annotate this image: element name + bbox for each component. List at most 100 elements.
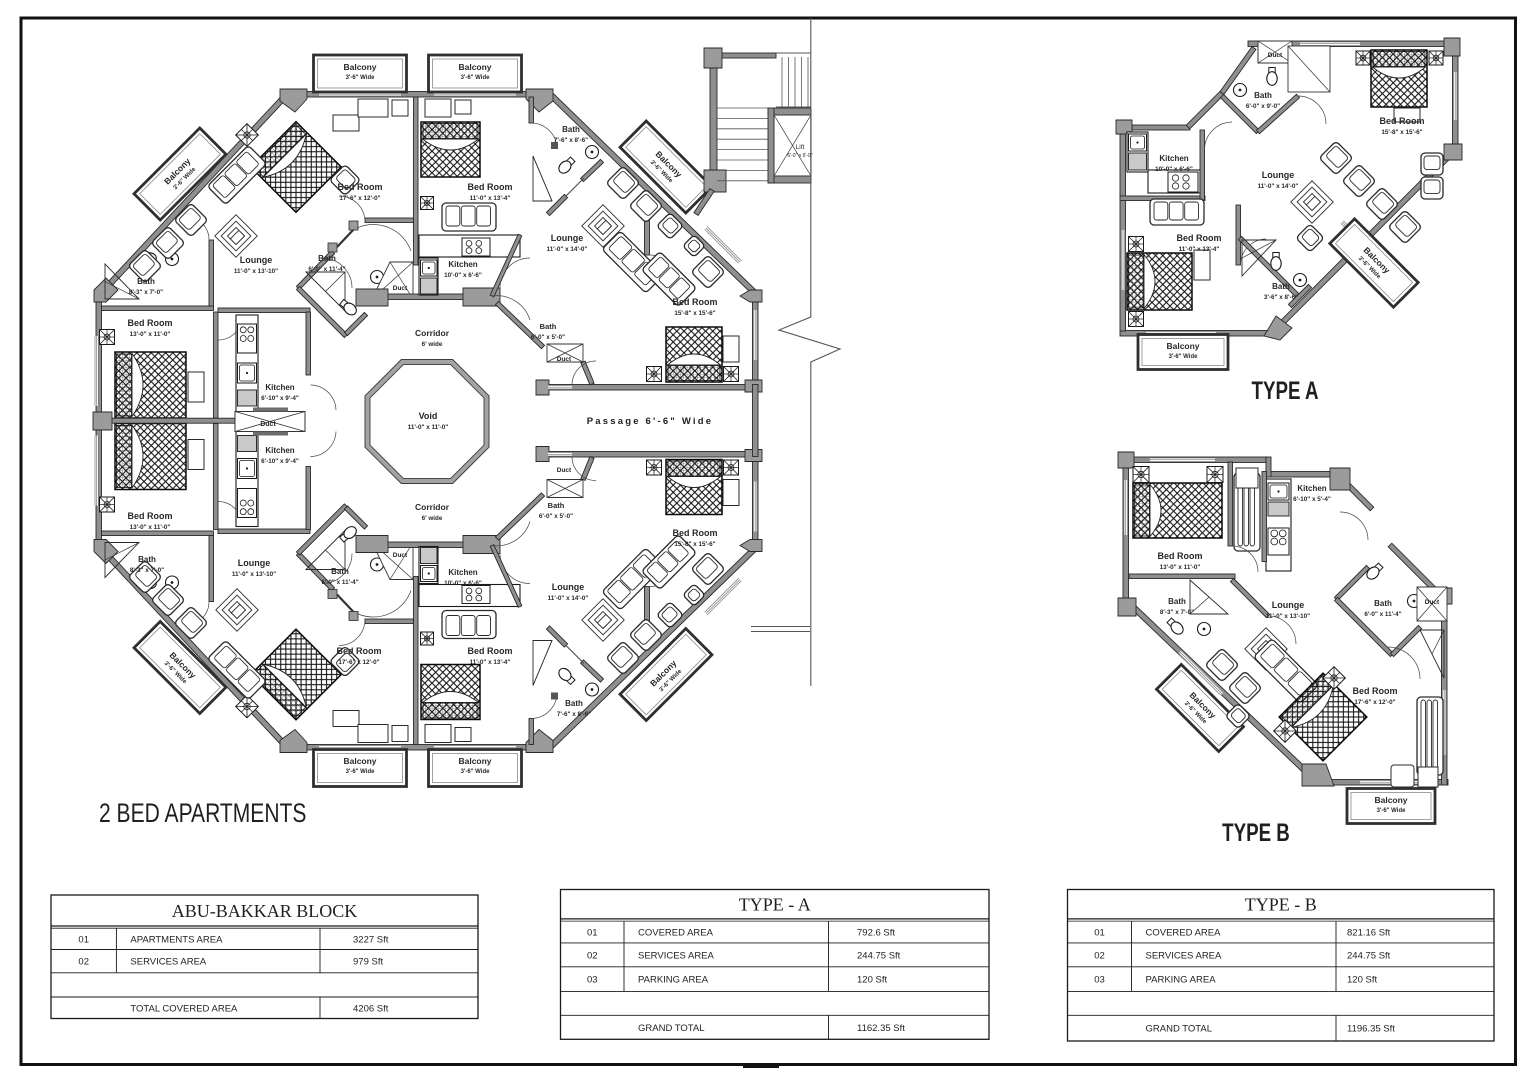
svg-text:821.16 Sft: 821.16 Sft	[1347, 928, 1391, 939]
svg-text:SERVICES AREA: SERVICES AREA	[638, 950, 715, 961]
svg-text:11'-0" x 14'-0": 11'-0" x 14'-0"	[547, 246, 588, 253]
svg-text:COVERED AREA: COVERED AREA	[638, 928, 714, 939]
svg-text:Balcony: Balcony	[1374, 795, 1407, 805]
svg-text:Duct: Duct	[260, 421, 276, 428]
svg-text:Lounge: Lounge	[240, 255, 273, 265]
svg-text:10'-0" x 6'-6": 10'-0" x 6'-6"	[444, 580, 482, 587]
svg-text:11'-0" x 13'-4": 11'-0" x 13'-4"	[470, 659, 511, 666]
svg-text:TYPE - B: TYPE - B	[1245, 895, 1317, 915]
svg-text:6'-0" x 6'-0": 6'-0" x 6'-0"	[787, 153, 812, 159]
svg-text:17'-6" x 12'-0": 17'-6" x 12'-0"	[1354, 699, 1395, 706]
svg-text:Bed Room: Bed Room	[673, 297, 718, 307]
svg-text:Kitchen: Kitchen	[1159, 154, 1188, 163]
svg-text:1162.35 Sft: 1162.35 Sft	[857, 1023, 905, 1034]
svg-text:Bath: Bath	[1272, 282, 1290, 291]
svg-text:8'-3" x 7'-0": 8'-3" x 7'-0"	[1160, 609, 1194, 616]
svg-text:2 BED APARTMENTS: 2 BED APARTMENTS	[99, 799, 306, 829]
svg-text:Bath: Bath	[540, 322, 557, 331]
svg-text:Duct: Duct	[393, 285, 408, 292]
svg-text:979 Sft: 979 Sft	[353, 957, 383, 968]
svg-text:15'-8" x 15'-6": 15'-8" x 15'-6"	[1381, 129, 1422, 136]
svg-text:Bath: Bath	[137, 277, 155, 286]
svg-text:Bed Room: Bed Room	[337, 646, 382, 656]
svg-text:Balcony: Balcony	[343, 62, 376, 72]
svg-text:6'-10" x 9'-4": 6'-10" x 9'-4"	[261, 458, 299, 465]
svg-text:7'-6" x 8'-6": 7'-6" x 8'-6"	[554, 137, 588, 144]
svg-text:11'-0" x 14'-0": 11'-0" x 14'-0"	[548, 595, 589, 602]
svg-text:Duct: Duct	[1425, 599, 1440, 606]
svg-text:6'-0" x 9'-0": 6'-0" x 9'-0"	[1246, 103, 1280, 110]
svg-text:Void: Void	[419, 411, 438, 421]
svg-text:11'-0" x 13'-10": 11'-0" x 13'-10"	[232, 571, 276, 578]
svg-text:Bed Room: Bed Room	[1177, 233, 1222, 243]
svg-text:Lounge: Lounge	[238, 558, 271, 568]
svg-text:3'-6" x 8'-6": 3'-6" x 8'-6"	[1264, 294, 1298, 301]
svg-text:120 Sft: 120 Sft	[857, 975, 887, 986]
svg-text:6'-10" x 9'-4": 6'-10" x 9'-4"	[261, 395, 299, 402]
svg-text:244.75 Sft: 244.75 Sft	[1347, 950, 1391, 961]
svg-text:13'-0" x 11'-0": 13'-0" x 11'-0"	[1160, 564, 1201, 571]
svg-text:Corridor: Corridor	[415, 328, 450, 338]
svg-text:11'-0" x 14'-0": 11'-0" x 14'-0"	[1258, 183, 1299, 190]
svg-text:Bed Room: Bed Room	[1158, 551, 1203, 561]
svg-text:11'-0" x 11'-0": 11'-0" x 11'-0"	[408, 424, 448, 431]
svg-text:COVERED AREA: COVERED AREA	[1146, 928, 1222, 939]
svg-text:APARTMENTS AREA: APARTMENTS AREA	[130, 934, 223, 945]
svg-text:11'-0" x 13'-4": 11'-0" x 13'-4"	[1179, 246, 1220, 253]
svg-text:3'-6" Wide: 3'-6" Wide	[461, 769, 491, 775]
svg-text:TOTAL COVERED AREA: TOTAL COVERED AREA	[130, 1003, 238, 1014]
svg-text:TYPE - A: TYPE - A	[739, 895, 811, 915]
svg-text:244.75 Sft: 244.75 Sft	[857, 950, 901, 961]
svg-text:Balcony: Balcony	[458, 756, 491, 766]
svg-text:3'-6" Wide: 3'-6" Wide	[346, 769, 376, 775]
svg-text:Bath: Bath	[1254, 91, 1272, 100]
svg-text:7'-6" x 8'-6": 7'-6" x 8'-6"	[557, 711, 591, 718]
svg-text:11'-0" x 13'-4": 11'-0" x 13'-4"	[470, 195, 511, 202]
svg-text:3'-6" Wide: 3'-6" Wide	[1377, 808, 1407, 814]
svg-text:Corridor: Corridor	[415, 502, 450, 512]
svg-text:15'-8" x 15'-6": 15'-8" x 15'-6"	[674, 541, 715, 548]
svg-text:17'-6" x 12'-0": 17'-6" x 12'-0"	[338, 659, 379, 666]
svg-text:03: 03	[1094, 975, 1105, 986]
svg-text:Lounge: Lounge	[1272, 600, 1305, 610]
svg-text:TYPE B: TYPE B	[1222, 818, 1290, 846]
svg-text:02: 02	[78, 957, 89, 968]
svg-text:15'-8" x 15'-6": 15'-8" x 15'-6"	[674, 310, 715, 317]
svg-text:02: 02	[587, 950, 598, 961]
svg-text:Balcony: Balcony	[343, 756, 376, 766]
svg-text:6'-0" x 11'-4": 6'-0" x 11'-4"	[1364, 611, 1401, 618]
svg-text:120 Sft: 120 Sft	[1347, 975, 1377, 986]
svg-text:Kitchen: Kitchen	[448, 260, 477, 269]
svg-text:PARKING AREA: PARKING AREA	[638, 975, 709, 986]
svg-text:Bath: Bath	[331, 567, 349, 576]
svg-text:03: 03	[587, 975, 598, 986]
svg-text:Kitchen: Kitchen	[265, 383, 294, 392]
svg-text:3'-6" Wide: 3'-6" Wide	[1169, 354, 1199, 360]
svg-text:SERVICES AREA: SERVICES AREA	[130, 957, 207, 968]
svg-text:6' wide: 6' wide	[422, 515, 443, 522]
svg-text:Lounge: Lounge	[551, 233, 584, 243]
svg-text:PARKING AREA: PARKING AREA	[1146, 975, 1217, 986]
svg-text:6'-0" x 5'-0": 6'-0" x 5'-0"	[531, 334, 565, 341]
svg-text:17'-6" x 12'-0": 17'-6" x 12'-0"	[339, 195, 380, 202]
svg-text:02: 02	[1094, 950, 1105, 961]
svg-text:11'-0" x 13'-10": 11'-0" x 13'-10"	[1266, 613, 1310, 620]
svg-text:GRAND TOTAL: GRAND TOTAL	[1146, 1024, 1213, 1035]
svg-text:Bed Room: Bed Room	[1380, 116, 1425, 126]
svg-text:Bed Room: Bed Room	[468, 646, 513, 656]
svg-text:1196.35 Sft: 1196.35 Sft	[1347, 1024, 1395, 1035]
svg-text:Duct: Duct	[1268, 52, 1283, 59]
svg-text:Bed Room: Bed Room	[1353, 686, 1398, 696]
svg-text:01: 01	[78, 934, 89, 945]
svg-text:Passage 6'-6" Wide: Passage 6'-6" Wide	[587, 416, 714, 427]
svg-text:Bath: Bath	[1168, 597, 1186, 606]
svg-text:Lift: Lift	[796, 144, 805, 151]
svg-text:TYPE A: TYPE A	[1252, 376, 1319, 404]
svg-text:Bath: Bath	[318, 254, 336, 263]
svg-text:Bath: Bath	[1374, 599, 1392, 608]
svg-text:Kitchen: Kitchen	[1297, 484, 1326, 493]
svg-text:Bath: Bath	[138, 555, 156, 564]
svg-text:GRAND TOTAL: GRAND TOTAL	[638, 1023, 705, 1034]
svg-text:Kitchen: Kitchen	[265, 446, 294, 455]
svg-text:6'-10" x 5'-4": 6'-10" x 5'-4"	[1293, 496, 1331, 503]
